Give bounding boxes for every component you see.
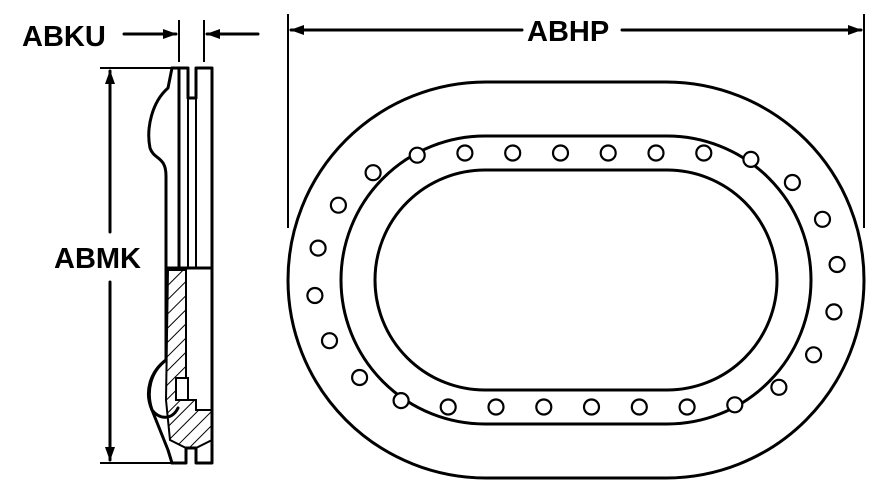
bolt-hole	[535, 398, 553, 416]
bolt-hole	[456, 144, 474, 162]
seal-bead-upper	[147, 66, 174, 270]
retainer-insert	[175, 377, 189, 401]
seal-bead-lower	[147, 358, 180, 419]
bolt-hole	[783, 173, 802, 192]
bolt-hole	[678, 398, 696, 416]
bolt-hole	[813, 210, 832, 228]
bolt-hole	[695, 144, 713, 162]
thickness-label: ABKU	[22, 21, 106, 53]
bolt-hole	[329, 196, 347, 214]
front-view	[286, 80, 866, 480]
bolt-hole	[742, 150, 760, 168]
bolt-hole	[306, 286, 324, 305]
side-section-view	[147, 66, 214, 465]
bolt-hole	[726, 396, 744, 414]
length-label: ABHP	[527, 16, 609, 48]
bolt-hole	[582, 398, 601, 416]
inner-opening-edge	[373, 168, 779, 392]
height-dimension: ABMK	[54, 67, 172, 464]
bolt-hole	[770, 378, 788, 396]
outer-gasket-edge	[286, 80, 866, 480]
hatched-section	[164, 269, 213, 449]
bolt-hole	[630, 398, 648, 416]
bolt-hole	[825, 303, 843, 321]
bolt-hole	[351, 368, 369, 387]
bolt-circle-band-outer	[339, 134, 813, 426]
bolt-hole	[320, 332, 339, 350]
bolt-hole	[364, 164, 382, 182]
bolt-hole	[647, 144, 665, 162]
bolt-hole	[828, 255, 846, 274]
bolt-hole	[504, 144, 522, 162]
bolt-hole	[487, 398, 505, 416]
bolt-hole	[599, 144, 617, 162]
bolt-hole	[439, 398, 457, 416]
bolt-hole	[309, 239, 327, 257]
length-dimension: ABHP	[287, 14, 865, 228]
height-label: ABMK	[54, 243, 141, 275]
bolt-hole	[551, 144, 570, 162]
bolt-hole	[392, 392, 410, 410]
gasket-center-plate	[170, 66, 214, 465]
bolt-hole	[804, 346, 823, 364]
bolt-hole	[408, 146, 426, 164]
thickness-dimension: ABKU	[22, 20, 260, 62]
bolt-holes	[306, 144, 846, 416]
